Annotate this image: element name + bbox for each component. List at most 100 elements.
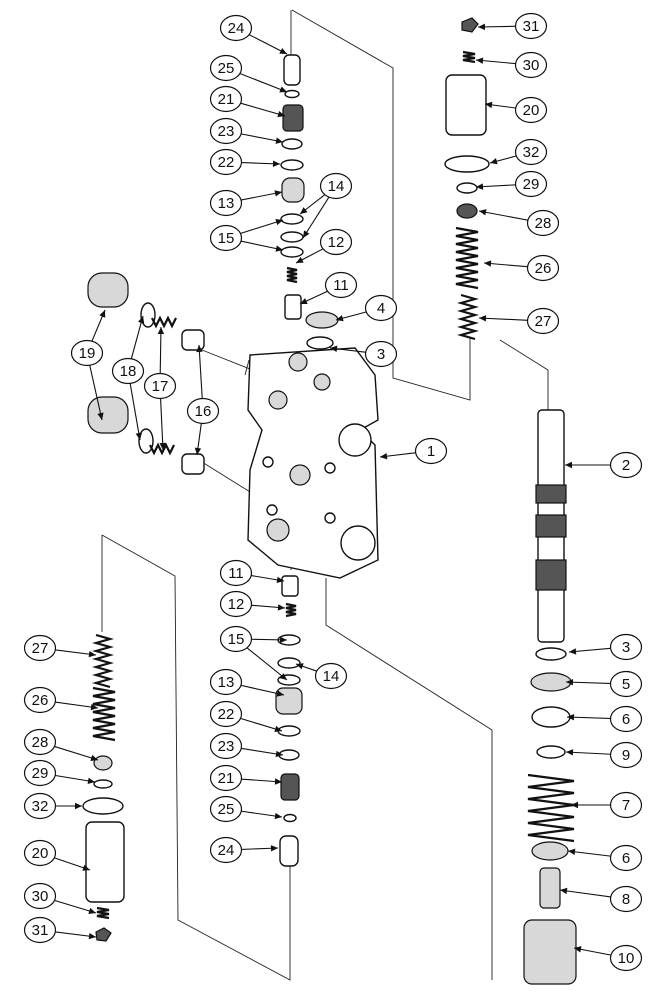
callout-circle-c6a	[609, 705, 643, 733]
callout-circle-c30b	[23, 882, 57, 910]
body-port-right-lower	[340, 525, 376, 561]
callout-label-c7: 7	[622, 797, 630, 814]
leader-line-c23b	[238, 747, 284, 756]
part-14-oring-upper	[280, 231, 304, 243]
leader-arrow-c28a	[479, 209, 487, 216]
callout-circle-c15b	[219, 625, 253, 653]
callout-circle-c32a	[514, 138, 548, 166]
callout-label-c11a: 11	[333, 277, 349, 294]
callout-label-c6a: 6	[622, 711, 630, 728]
leader-arrow-c26a	[484, 260, 492, 267]
part-12-spring-lower	[285, 602, 297, 618]
leader-arrow-c21b	[274, 778, 282, 785]
leader-arrow-c24b	[270, 845, 278, 852]
leader-arrow-c6a	[567, 714, 575, 721]
callout-label-c29a: 29	[523, 176, 540, 193]
body-port-top	[288, 352, 308, 372]
callout-circle-c16	[186, 397, 220, 425]
callout-circle-c32b	[23, 792, 57, 820]
callout-circle-c31a	[514, 12, 548, 40]
body-hole-c	[324, 512, 336, 524]
leader-line-c5	[565, 681, 614, 685]
callout-label-c29b: 29	[32, 765, 49, 782]
part-21-poppet-upper	[282, 104, 304, 132]
callout-label-c32a: 32	[523, 144, 540, 161]
part-21-poppet-lower	[280, 773, 300, 801]
callout-circle-c17	[143, 372, 177, 400]
leader-arrow-c14a-2	[300, 207, 308, 214]
callout-label-c20a: 20	[523, 102, 540, 119]
callout-circle-c11a	[324, 271, 358, 299]
part-19-plug-b	[87, 396, 129, 434]
leader-arrow-c11b	[276, 576, 284, 584]
part-16-plunger-b	[181, 453, 205, 475]
callout-label-c30b: 30	[32, 888, 49, 905]
part-25-oring-upper	[284, 89, 300, 99]
leader-line-c6a	[566, 716, 614, 720]
part-26-spring-upper	[455, 226, 479, 290]
leader-line-c16	[198, 344, 203, 399]
callout-circle-c20a	[514, 96, 548, 124]
callout-label-c32b: 32	[32, 798, 49, 815]
callout-circle-c29b	[23, 759, 57, 787]
leader-line-c22b	[237, 717, 283, 732]
lower-spool-parts	[275, 575, 303, 867]
callout-label-c26b: 26	[32, 692, 49, 709]
callout-label-c23b: 23	[218, 738, 235, 755]
callout-circle-c4	[364, 294, 398, 322]
part-16-plunger-a	[181, 329, 205, 351]
part-14-oring-lower	[277, 657, 301, 669]
callout-label-c14a: 14	[328, 178, 345, 195]
leader-line-c15a	[237, 219, 284, 235]
callout-label-c10: 10	[618, 950, 635, 967]
part-12-spring-upper	[286, 266, 298, 284]
callout-circle-c9	[609, 741, 643, 769]
callout-label-c24a: 24	[228, 20, 245, 37]
leader-line-c27a	[478, 317, 531, 321]
callout-circle-c12a	[319, 228, 353, 256]
leader-arrow-c10	[574, 946, 582, 953]
spool-land-b	[535, 514, 567, 538]
leader-arrow-c19-4	[97, 412, 104, 420]
callout-circle-c23a	[209, 117, 243, 145]
leader-arrow-c14b	[296, 663, 304, 670]
callout-label-c16: 16	[195, 403, 212, 420]
callout-circle-c7	[609, 791, 643, 819]
part-29-oring-lower-small	[93, 779, 113, 789]
leader-arrow-c27b	[88, 650, 96, 658]
callout-circle-c28a	[526, 209, 560, 237]
callout-circle-c2	[609, 451, 643, 479]
body-port-right-upper	[338, 423, 372, 457]
callout-circle-c21a	[209, 85, 243, 113]
part-25-oring-lower	[283, 813, 297, 823]
callout-label-c18: 18	[120, 363, 137, 380]
callout-label-c20b: 20	[32, 845, 49, 862]
callout-circle-c21b	[209, 764, 243, 792]
leader-arrow-c17	[157, 327, 165, 335]
body-port-center	[313, 373, 331, 391]
part-24-plug-lower	[279, 835, 299, 867]
callout-label-c3a: 3	[377, 346, 385, 363]
leader-line-c29a	[475, 184, 519, 188]
callout-label-c28a: 28	[535, 215, 552, 232]
callout-circle-c24a	[219, 14, 253, 42]
callout-circle-c11b	[219, 559, 253, 587]
callout-circle-c3a	[364, 340, 398, 368]
leader-arrow-c6b	[568, 848, 576, 856]
callout-label-c13b: 13	[218, 674, 235, 691]
callout-label-c21b: 21	[218, 770, 235, 787]
leader-arrow-c22b	[274, 725, 282, 733]
callout-circle-c10	[609, 944, 643, 972]
leader-arrow-c13a	[274, 190, 282, 197]
callout-circle-c8	[609, 885, 643, 913]
leader-line-c30b	[51, 899, 97, 914]
part-9-ring	[536, 745, 566, 759]
callout-circle-c15a	[209, 224, 243, 252]
callout-label-c31a: 31	[523, 18, 540, 35]
callout-circle-c31b	[23, 916, 57, 944]
callout-circle-c27b	[23, 634, 57, 662]
part-7-spring	[527, 773, 575, 843]
part-11-check-upper	[284, 294, 302, 320]
